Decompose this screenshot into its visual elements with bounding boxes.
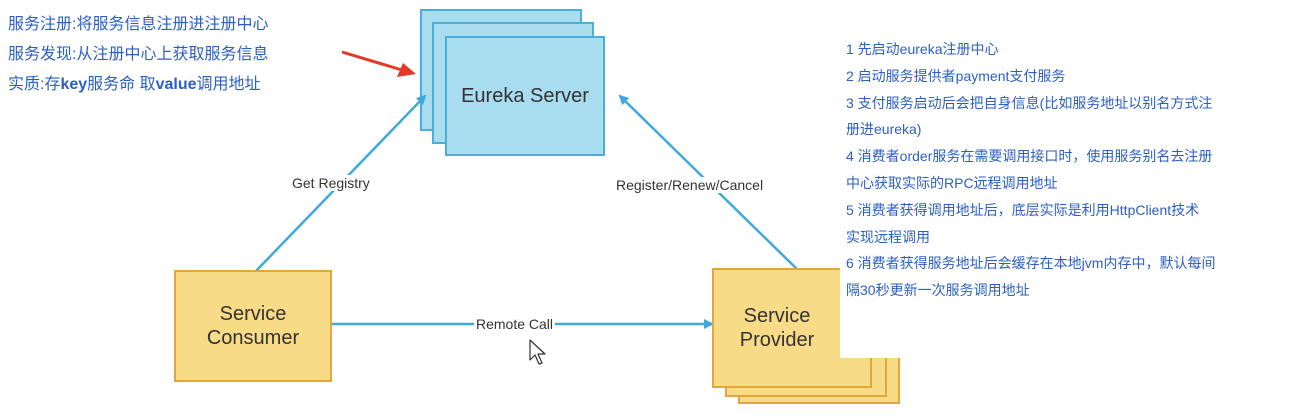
mouse-cursor-icon [529, 339, 546, 365]
step-line: 3 支付服务启动后会把自身信息(比如服务地址以别名方式注 [846, 94, 1213, 111]
remote-call-label: Remote Call [474, 316, 556, 332]
step-line: 1 先启动eureka注册中心 [846, 41, 999, 57]
step-line: 中心获取实际的RPC远程调用地址 [846, 174, 1058, 191]
note-service-discovery: 服务发现:从注册中心上获取服务信息 [8, 46, 269, 63]
step-line: 6 消费者获得服务地址后会缓存在本地jvm内存中，默认每间 [846, 255, 1216, 272]
note-essence-prefix: 实质:存 [8, 76, 61, 93]
service-consumer-box: Service Consumer [174, 270, 332, 382]
note-essence-suffix: 调用地址 [196, 76, 261, 93]
consumer-line1: Service [219, 303, 287, 325]
step-line: 实现远程调用 [846, 228, 930, 245]
step-line: 2 启动服务提供者payment支付服务 [846, 67, 1066, 84]
note-essence-mid: 服务命 取 [87, 76, 156, 93]
steps-panel: 1 先启动eureka注册中心 2 启动服务提供者payment支付服务 3 支… [840, 36, 1303, 358]
step-line: 4 消费者order服务在需要调用接口时，使用服务别名去注册 [846, 148, 1213, 165]
consumer-line2: Consumer [206, 327, 300, 349]
note-essence-key: key [60, 76, 88, 93]
register-renew-cancel-label: Register/Renew/Cancel [614, 177, 766, 193]
service-provider-label: Service Provider [740, 304, 814, 352]
provider-line2: Provider [739, 329, 815, 351]
red-annotation-arrow [341, 50, 403, 72]
get-registry-label: Get Registry [290, 175, 372, 191]
service-consumer-label: Service Consumer [207, 302, 299, 350]
step-line: 隔30秒更新一次服务调用地址 [846, 282, 1030, 299]
note-essence: 实质:存key服务命 取value调用地址 [8, 70, 268, 100]
note-essence-value: value [155, 76, 197, 93]
step-line: 册进eureka) [846, 121, 922, 138]
red-annotation-arrowhead [397, 63, 416, 77]
provider-line1: Service [743, 305, 811, 327]
note-service-registration: 服务注册:将服务信息注册进注册中心 [8, 16, 269, 33]
eureka-server-label: Eureka Server [461, 85, 589, 107]
left-notes: 服务注册:将服务信息注册进注册中心 服务发现:从注册中心上获取服务信息 实质:存… [8, 10, 268, 100]
step-line: 5 消费者获得调用地址后，底层实际是利用HttpClient技术 [846, 201, 1200, 218]
eureka-server-box: Eureka Server [445, 36, 605, 156]
